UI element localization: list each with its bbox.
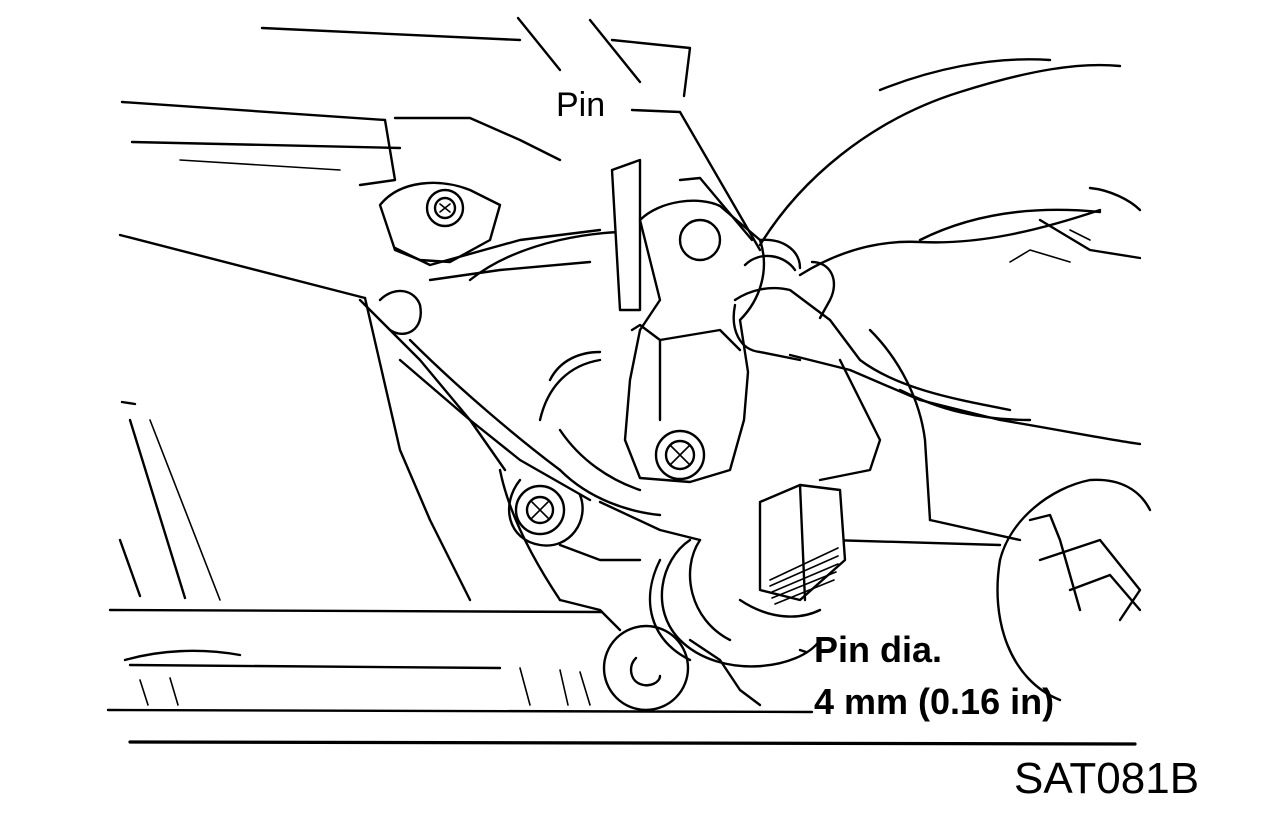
measured-pin	[648, 483, 847, 668]
hand	[732, 58, 1142, 446]
right-coupling	[996, 478, 1152, 702]
lower-left-bracket	[398, 358, 642, 602]
pin-diameter-label: Pin dia.	[814, 629, 943, 670]
pin-leader	[630, 108, 762, 252]
upper-housing-lines	[118, 16, 692, 472]
upper-bracket	[378, 181, 602, 335]
pin-diameter-value: 4 mm (0.16 in)	[814, 681, 1055, 722]
bottom-shaft	[106, 598, 1137, 746]
selector-lever	[610, 158, 766, 484]
right-casting	[818, 328, 1032, 547]
left-panel	[118, 296, 472, 602]
figure-code: SAT081B	[1014, 754, 1200, 803]
pin-label: Pin	[556, 86, 606, 124]
